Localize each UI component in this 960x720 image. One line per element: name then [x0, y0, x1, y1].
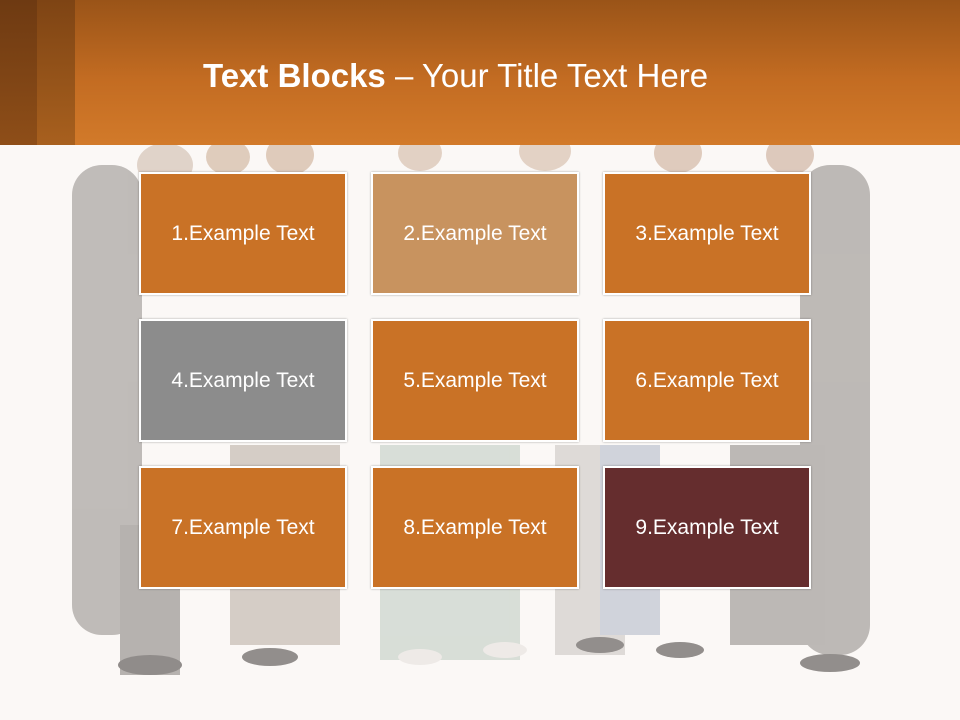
text-block-label: 1.Example Text — [171, 221, 315, 245]
text-block-label: 4.Example Text — [171, 368, 315, 392]
text-block-2: 2.Example Text — [371, 172, 579, 295]
title-dash: – — [385, 57, 422, 94]
text-block-label: 2.Example Text — [403, 221, 547, 245]
text-block-7: 7.Example Text — [139, 466, 347, 589]
text-block-label: 8.Example Text — [403, 515, 547, 539]
text-block-6: 6.Example Text — [603, 319, 811, 442]
text-block-5: 5.Example Text — [371, 319, 579, 442]
text-block-8: 8.Example Text — [371, 466, 579, 589]
slide-title: Text Blocks – Your Title Text Here — [203, 56, 708, 96]
text-block-9: 9.Example Text — [603, 466, 811, 589]
title-rest-part: Your Title Text Here — [421, 57, 709, 94]
text-block-label: 3.Example Text — [635, 221, 779, 245]
text-block-1: 1.Example Text — [139, 172, 347, 295]
text-block-label: 5.Example Text — [403, 368, 547, 392]
banner-stripe — [37, 0, 75, 145]
title-banner: Text Blocks – Your Title Text Here — [0, 0, 960, 145]
text-block-label: 9.Example Text — [635, 515, 779, 539]
banner-stripe — [0, 0, 37, 145]
text-block-4: 4.Example Text — [139, 319, 347, 442]
text-block-label: 6.Example Text — [635, 368, 779, 392]
title-bold-part: Text Blocks — [203, 57, 386, 94]
text-block-3: 3.Example Text — [603, 172, 811, 295]
text-block-label: 7.Example Text — [171, 515, 315, 539]
